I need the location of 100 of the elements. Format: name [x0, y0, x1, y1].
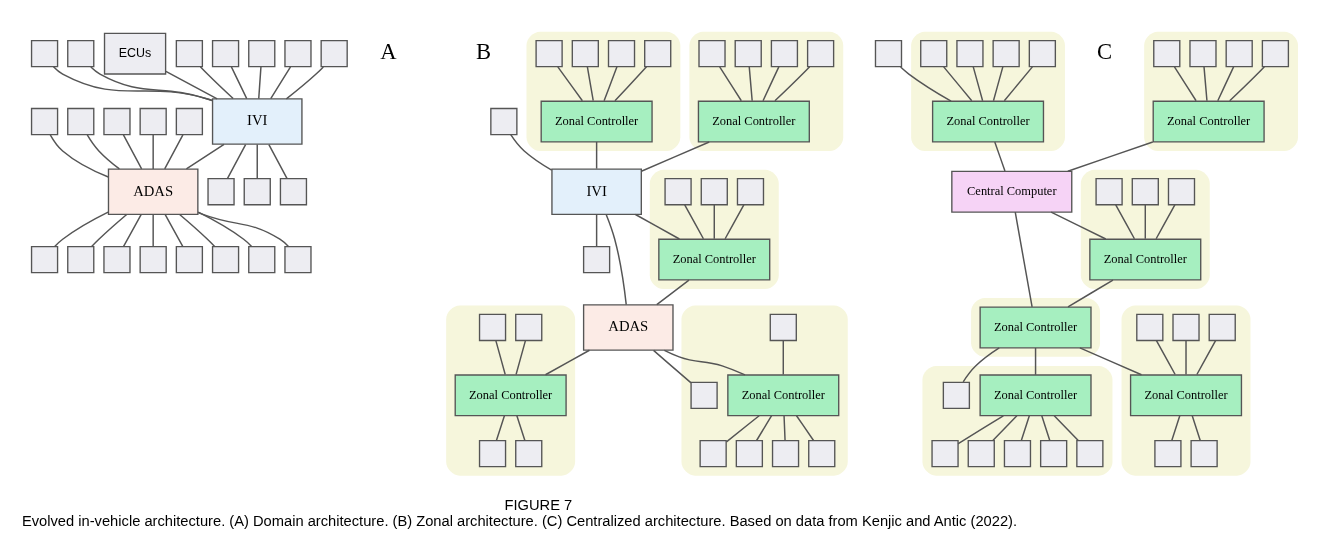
label: A — [380, 38, 397, 64]
node-box — [771, 439, 800, 467]
connector — [230, 65, 248, 99]
connector — [634, 213, 681, 240]
connector — [1144, 203, 1147, 239]
connector — [285, 65, 325, 100]
node-box — [690, 381, 718, 409]
cluster — [689, 31, 844, 151]
node-box: Zonal Controller — [1129, 373, 1243, 416]
connector — [972, 65, 984, 101]
node-box — [700, 177, 728, 205]
connector — [783, 414, 786, 441]
node-box: Zonal Controller — [697, 100, 810, 143]
connector — [992, 414, 1018, 441]
connector — [755, 414, 773, 441]
node-box — [734, 39, 762, 67]
connector — [1196, 339, 1217, 375]
connector — [516, 414, 526, 441]
node-box — [582, 245, 611, 273]
connector — [1173, 65, 1197, 101]
node-box — [139, 245, 167, 273]
connector — [495, 339, 506, 375]
label: C — [1097, 38, 1113, 64]
connector — [603, 65, 618, 101]
cluster — [1080, 169, 1210, 289]
node-box — [770, 39, 799, 67]
node-box — [698, 39, 726, 67]
cluster — [681, 304, 848, 476]
cluster — [922, 365, 1113, 476]
node-box — [139, 107, 167, 135]
node-box — [515, 313, 543, 341]
node-box — [284, 245, 312, 273]
connector — [515, 339, 527, 375]
connector — [962, 346, 1000, 383]
connector — [1155, 203, 1176, 239]
connector — [52, 65, 214, 101]
connector — [942, 65, 973, 101]
connector — [1115, 203, 1136, 239]
connector — [1155, 339, 1176, 375]
connector — [258, 65, 262, 99]
connector — [165, 70, 218, 100]
connector — [684, 203, 705, 239]
node-box — [1172, 313, 1200, 341]
connector — [663, 349, 746, 376]
connector — [1171, 414, 1181, 441]
node-box — [248, 245, 276, 273]
connector — [495, 414, 506, 441]
connector — [1041, 414, 1051, 441]
connector — [656, 278, 690, 305]
caption: Evolved in-vehicle architecture. (A) Domain architecture. (B) Zonal architecture. (C) Centralized architecture. Based on data from Kenjic and Antic (2022). — [21, 512, 1018, 529]
node-box — [207, 177, 235, 205]
connector — [152, 213, 154, 247]
node-box: ADAS — [582, 303, 674, 351]
connector — [1020, 414, 1031, 441]
node-box — [1028, 39, 1057, 67]
node-box — [67, 39, 95, 67]
connector — [1053, 414, 1079, 441]
connector — [614, 65, 648, 101]
connector — [122, 213, 142, 247]
connector — [1079, 346, 1143, 375]
node-box — [769, 313, 797, 341]
connector — [586, 65, 594, 101]
connector — [268, 143, 288, 179]
cluster — [1121, 304, 1251, 476]
connector — [595, 140, 598, 169]
node-box — [1076, 439, 1104, 467]
cluster — [911, 31, 1065, 151]
connector — [713, 203, 715, 239]
node-box — [490, 107, 518, 135]
connector — [899, 65, 952, 102]
node-box: Zonal Controller — [979, 373, 1092, 416]
connector — [256, 143, 258, 179]
node-box — [1131, 177, 1159, 205]
node-box — [284, 39, 312, 67]
label: B — [475, 38, 492, 64]
connector — [1217, 65, 1235, 101]
node-box — [956, 39, 984, 67]
node-box — [967, 439, 995, 467]
connector — [90, 213, 128, 247]
connector — [1203, 65, 1208, 101]
connector — [1050, 210, 1107, 240]
node-box — [571, 39, 599, 67]
cluster — [649, 169, 779, 289]
node-box — [1189, 39, 1217, 67]
node-box: Zonal Controller — [727, 373, 840, 416]
connector — [49, 133, 110, 178]
node-box — [1039, 439, 1068, 467]
node-box — [515, 439, 543, 467]
connector — [199, 65, 234, 99]
node-box — [1225, 39, 1253, 67]
node-box — [1167, 177, 1196, 205]
node-box — [1153, 39, 1181, 67]
connector — [86, 133, 121, 170]
node-box — [644, 39, 672, 67]
connector — [1034, 346, 1037, 375]
connector — [53, 210, 109, 247]
connector — [718, 65, 743, 101]
node-box — [175, 245, 204, 273]
connector — [724, 203, 745, 239]
node-box — [1003, 439, 1032, 467]
